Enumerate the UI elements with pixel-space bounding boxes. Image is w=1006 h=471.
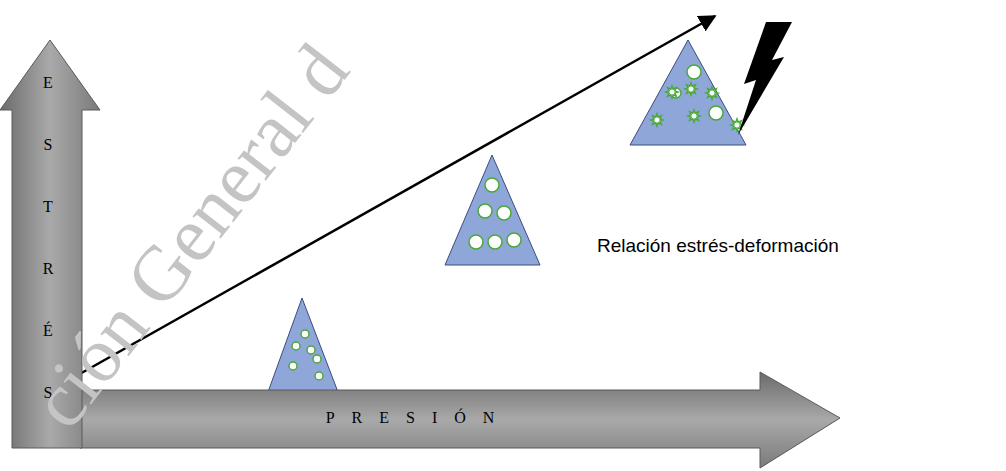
medium-triangle [445, 155, 540, 265]
diagram-label: Relación estrés-deformación [597, 234, 839, 258]
pressure-axis-arrow: PRESIÓN [80, 372, 840, 468]
axis-label: PRESIÓN [326, 408, 512, 428]
lightning-bolt [738, 22, 792, 135]
large-triangle [630, 40, 746, 145]
small-triangle [268, 298, 338, 392]
